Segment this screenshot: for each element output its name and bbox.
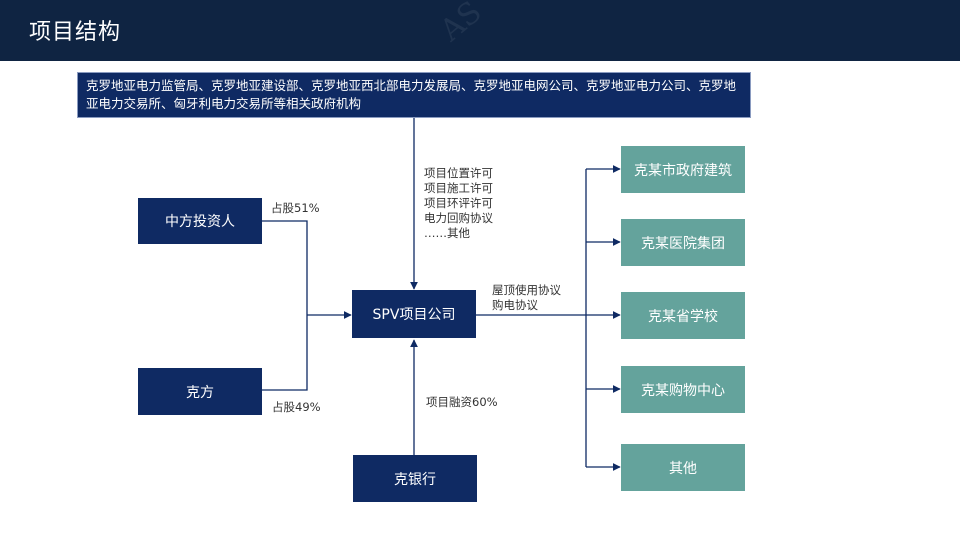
permits-label: 项目位置许可 项目施工许可 项目环评许可 电力回购协议 ……其他 [424,166,493,241]
permit-item: 项目施工许可 [424,181,493,195]
agreements-label: 屋顶使用协议 购电协议 [492,283,561,313]
customer-box: 克某医院集团 [621,219,745,266]
bank-box: 克银行 [353,455,477,502]
page-title: 项目结构 [29,20,122,45]
financing-label: 项目融资60% [426,395,498,409]
permit-item: 项目环评许可 [424,196,493,210]
permit-item: ……其他 [424,226,470,240]
permit-item: 项目位置许可 [424,166,493,180]
croatian-party-box: 克方 [138,368,262,415]
investor-line [262,220,308,391]
customer-box: 克某市政府建筑 [621,146,745,193]
customer-box: 克某购物中心 [621,366,745,413]
spv-box: SPV项目公司 [352,290,476,338]
government-box: 克罗地亚电力监管局、克罗地亚建设部、克罗地亚西北部电力发展局、克罗地亚电网公司、… [77,72,751,118]
permit-item: 电力回购协议 [424,211,493,225]
chinese-share-label: 占股51% [271,201,320,215]
header-bar: 项目结构 AS [0,0,960,61]
chinese-investor-box: 中方投资人 [138,198,262,244]
agreement-item: 购电协议 [492,298,538,312]
agreement-item: 屋顶使用协议 [492,283,561,297]
customer-box: 克某省学校 [621,292,745,339]
croatian-share-label: 占股49% [272,400,321,414]
customer-box: 其他 [621,444,745,491]
